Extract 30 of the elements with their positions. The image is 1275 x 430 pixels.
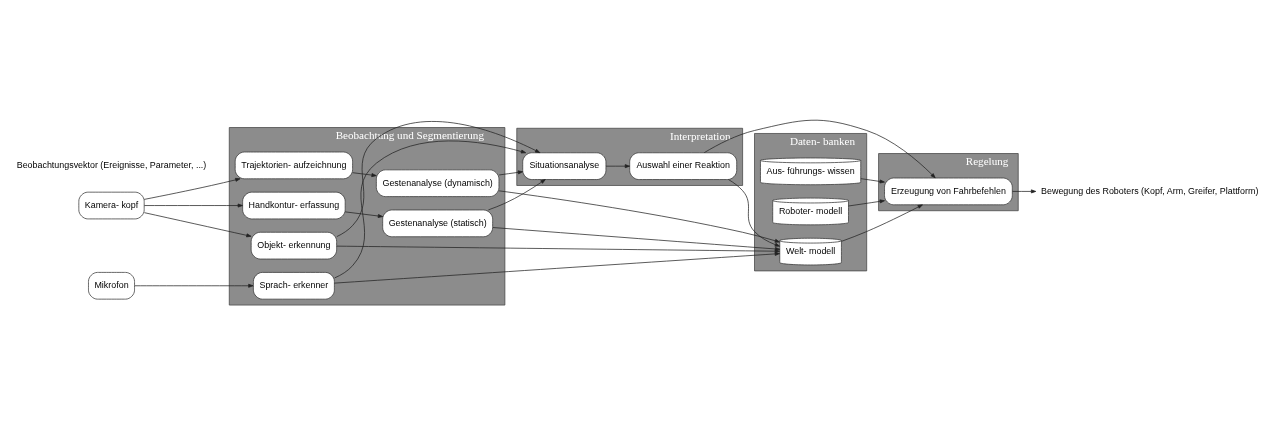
arrow [860, 177, 885, 183]
arrow [848, 198, 885, 206]
arrow [498, 190, 780, 243]
node-box: Kamera- kopf [78, 191, 145, 219]
arrow [134, 283, 254, 288]
node-box: Erzeugung von Fahrbefehlen [884, 177, 1013, 205]
arrow [334, 251, 780, 283]
arrow [728, 178, 780, 247]
node-box: Sprach- erkenner [253, 271, 335, 299]
arrow [703, 119, 936, 178]
node-box: Gestenanalyse (dynamisch) [376, 169, 500, 197]
node-box: Trajektorien- aufzeichnung [234, 151, 353, 179]
node-box: Handkontur- erfassung [242, 191, 346, 219]
arrow [144, 211, 252, 237]
arrow [498, 169, 524, 175]
arrow [143, 177, 241, 200]
arrow [1012, 189, 1037, 193]
arrow [841, 203, 923, 242]
node-text: Bewegung des Roboters (Kopf, Arm, Greifer, Plattform) [1041, 185, 1259, 196]
arrow [344, 211, 384, 218]
arrow [487, 178, 546, 210]
arrow [334, 140, 527, 278]
node-box: Mikrofon [88, 271, 135, 299]
arrow [352, 171, 377, 177]
arrow [144, 203, 243, 207]
node-box: Auswahl einer Reaktion [629, 151, 738, 180]
arrow [605, 163, 630, 168]
label: Beobachtungsvektor (Ereignisse, Parameter, ...) [16, 159, 207, 170]
node-box: Objekt- erkennung [250, 231, 337, 259]
node-box: Gestenanalyse (statisch) [382, 209, 493, 237]
